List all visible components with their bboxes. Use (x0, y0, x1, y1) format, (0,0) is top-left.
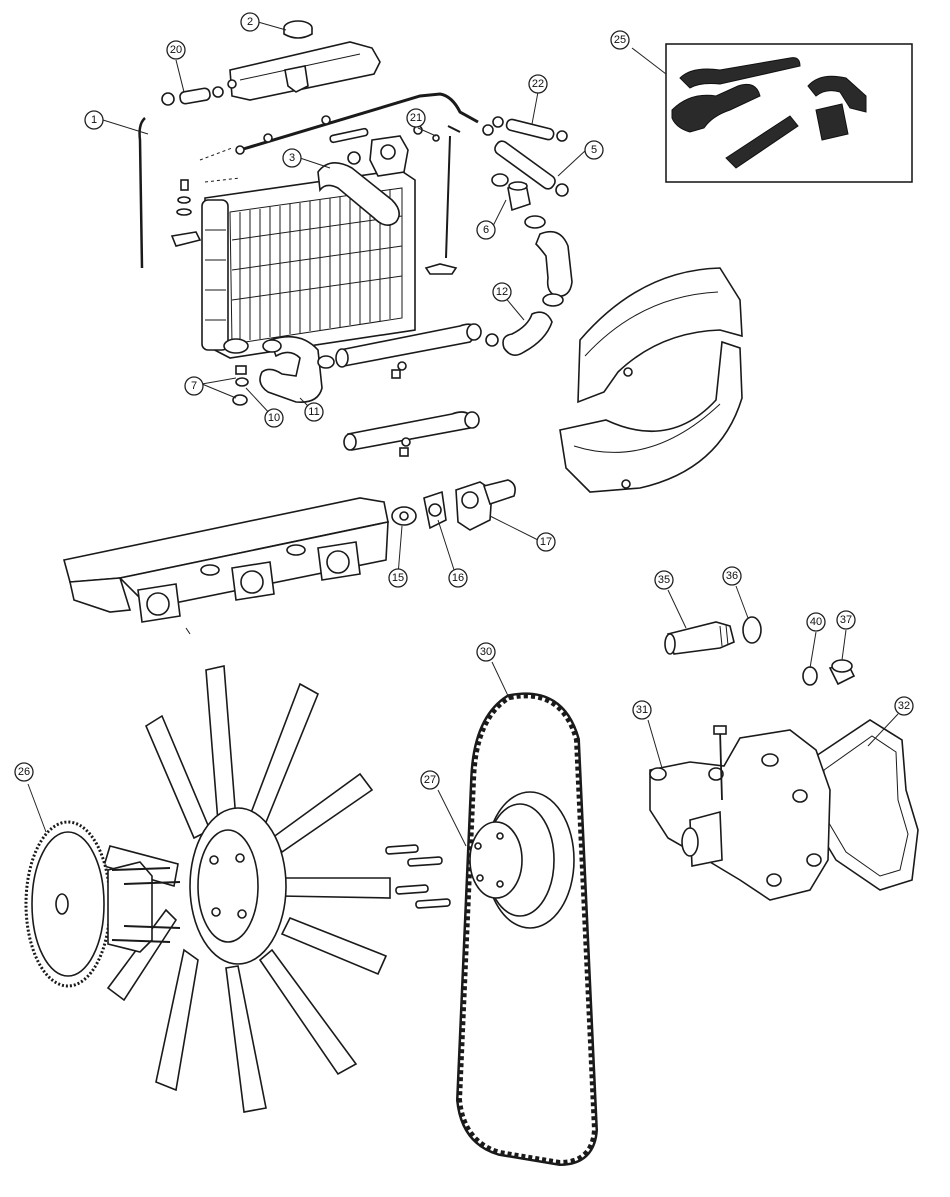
plug-37 (828, 659, 856, 686)
callout-5: 5 (584, 140, 604, 160)
callout-label: 16 (452, 572, 464, 584)
pulley-27 (469, 791, 575, 929)
callout-10: 10 (264, 408, 284, 428)
thermostat-15 (391, 506, 417, 526)
callout-label: 1 (91, 114, 97, 126)
hose-5 (494, 140, 569, 197)
callout-label: 2 (247, 16, 253, 28)
hose-12 (502, 311, 553, 356)
viscous-coupling (24, 820, 181, 988)
callout-label: 40 (810, 616, 822, 628)
callout-15: 15 (388, 568, 408, 588)
callout-label: 31 (636, 704, 648, 716)
callout-label: 7 (191, 380, 197, 392)
callout-40: 40 (806, 612, 826, 632)
callout-label: 30 (480, 646, 492, 658)
callout-26: 26 (14, 762, 34, 782)
callout-31: 31 (632, 700, 652, 720)
callout-3: 3 (282, 148, 302, 168)
callout-label: 3 (289, 152, 295, 164)
gasket-16 (423, 490, 447, 530)
header-tank (229, 20, 381, 101)
fan-cowl (559, 267, 743, 493)
callout-label: 11 (308, 406, 319, 418)
water-rail-lower (343, 411, 480, 457)
callout-22: 22 (528, 74, 548, 94)
washers-7 (232, 365, 249, 406)
hose-bend (535, 230, 573, 298)
callout-label: 37 (840, 614, 852, 626)
callout-21: 21 (406, 108, 426, 128)
callout-label: 15 (392, 572, 404, 584)
radiator-mounting-bolts (170, 179, 202, 247)
callout-label: 36 (726, 570, 738, 582)
water-pump (649, 725, 831, 901)
callout-30: 30 (476, 642, 496, 662)
studs (385, 844, 451, 909)
nut-40 (802, 666, 818, 686)
cooling-fan (103, 665, 391, 1113)
callout-label: 20 (170, 44, 182, 56)
stay-rod (424, 125, 461, 275)
callout-27: 27 (420, 770, 440, 790)
callout-label: 12 (496, 286, 508, 298)
callout-37: 37 (836, 610, 856, 630)
callout-17: 17 (536, 532, 556, 552)
top-hose (317, 162, 400, 226)
callout-32: 32 (894, 696, 914, 716)
callout-label: 17 (540, 536, 552, 548)
callout-label: 25 (614, 34, 626, 46)
callout-25: 25 (610, 30, 630, 50)
water-rail (335, 323, 499, 379)
bottom-hose-11 (259, 335, 335, 404)
callout-11: 11 (304, 402, 324, 422)
overflow-pipe (138, 117, 146, 269)
radiator (201, 135, 416, 359)
callout-2: 2 (240, 12, 260, 32)
thermostat-housing-17 (455, 479, 516, 531)
callout-12: 12 (492, 282, 512, 302)
callout-label: 6 (483, 224, 489, 236)
washer-36 (742, 616, 762, 644)
callout-36: 36 (722, 566, 742, 586)
callout-20: 20 (166, 40, 186, 60)
callout-label: 27 (424, 774, 436, 786)
bleed-pipe (235, 92, 494, 155)
callout-label: 21 (410, 112, 422, 124)
callout-7: 7 (184, 376, 204, 396)
callout-label: 5 (591, 144, 597, 156)
callout-label: 26 (18, 766, 30, 778)
manifold-ports (137, 541, 361, 623)
callout-label: 10 (268, 412, 280, 424)
leader-lines (27, 21, 899, 847)
callout-label: 22 (532, 78, 544, 90)
callout-35: 35 (654, 570, 674, 590)
union-35 (664, 621, 735, 655)
hose-22 (492, 116, 568, 142)
callout-6: 6 (476, 220, 496, 240)
drive-belt (455, 692, 599, 1167)
hose-20 (161, 79, 237, 106)
elbow-6 (491, 173, 546, 229)
callout-1: 1 (84, 110, 104, 130)
callout-label: 32 (898, 700, 910, 712)
callout-label: 35 (658, 574, 670, 586)
callout-16: 16 (448, 568, 468, 588)
manifold (63, 497, 389, 635)
radiator-core (231, 189, 403, 342)
hose-kit-inset (665, 43, 913, 183)
